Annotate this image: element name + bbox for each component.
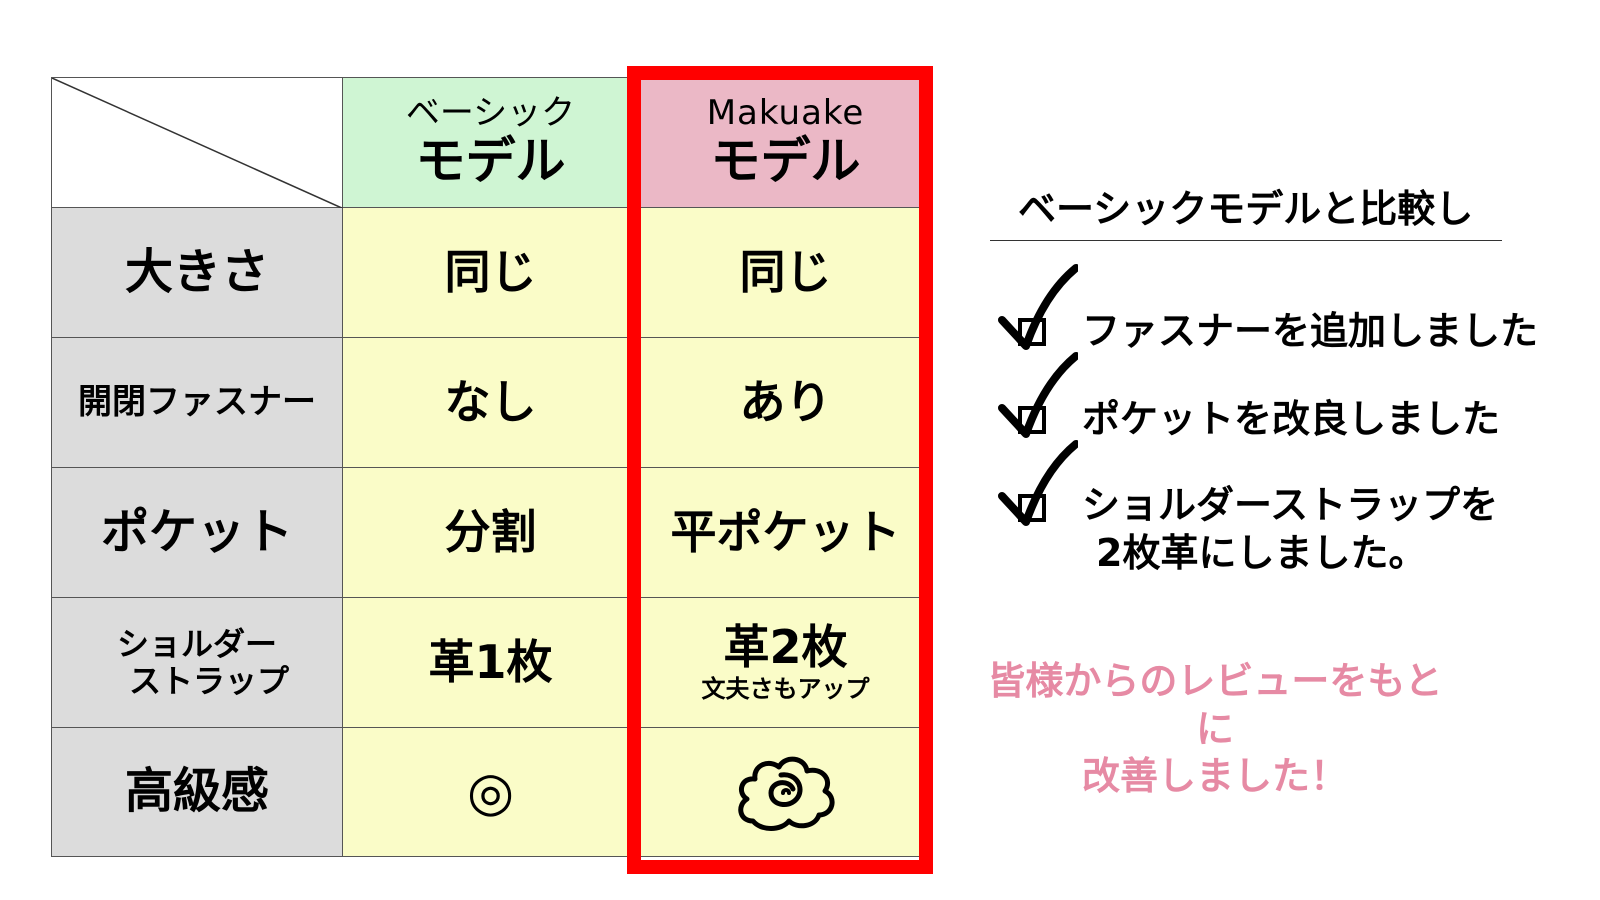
makuake-model-header-top: Makuake [706, 93, 865, 134]
basic-pocket-value: 分割 [343, 468, 639, 598]
review-note: 皆様からのレビューをもとに 改善しました！ [987, 659, 1443, 798]
flower-swirl-icon [737, 756, 835, 831]
checklist-text: ファスナーを追加しました [1082, 309, 1539, 353]
row-label-shoulder-strap: ショルダー ストラップ [51, 598, 343, 728]
checkbox-check-icon [998, 440, 1078, 526]
makuake-strap-value: 革2枚 文夫さもアップ [639, 598, 933, 728]
checkbox-check-icon [998, 352, 1078, 438]
checklist-item-strap: ショルダーストラップを 2枚革にしました。 [998, 438, 1558, 575]
basic-strap-value: 革1枚 [343, 598, 639, 728]
makuake-zipper-value: あり [639, 338, 933, 468]
checkbox-check-icon [998, 264, 1078, 350]
basic-size-value: 同じ [343, 208, 639, 338]
diagonal-line [52, 78, 344, 209]
row-label-pocket: ポケット [51, 468, 343, 598]
double-circle-mark: ◎ [466, 759, 515, 823]
makuake-pocket-value: 平ポケット [639, 468, 933, 598]
basic-luxury-value: ◎ [343, 728, 639, 857]
row-label-size: 大きさ [51, 208, 343, 338]
makuake-model-header: Makuake モデル [639, 77, 933, 208]
checklist-item-zipper: ファスナーを追加しました [998, 262, 1558, 353]
makuake-size-value: 同じ [639, 208, 933, 338]
checklist-text: ショルダーストラップを 2枚革にしました。 [1082, 483, 1499, 575]
side-title: ベーシックモデルと比較し [1018, 187, 1474, 231]
checklist-item-pocket: ポケットを改良しました [998, 350, 1558, 441]
basic-model-header: ベーシック モデル [343, 77, 639, 208]
makuake-strap-note: 文夫さもアップ [701, 675, 870, 704]
row-label-zipper: 開閉ファスナー [51, 338, 343, 468]
makuake-model-header-bottom: モデル [710, 132, 861, 191]
side-title-underline [990, 240, 1502, 241]
table-corner-cell [51, 77, 344, 209]
basic-model-header-bottom: モデル [415, 132, 566, 191]
row-label-luxury: 高級感 [51, 728, 343, 857]
makuake-luxury-value [639, 728, 933, 857]
comparison-table: ベーシック モデル Makuake モデル 大きさ 同じ 同じ 開閉ファスナー … [51, 77, 933, 857]
checklist-text: ポケットを改良しました [1082, 397, 1501, 441]
basic-model-header-top: ベーシック [405, 93, 576, 134]
basic-zipper-value: なし [343, 338, 639, 468]
